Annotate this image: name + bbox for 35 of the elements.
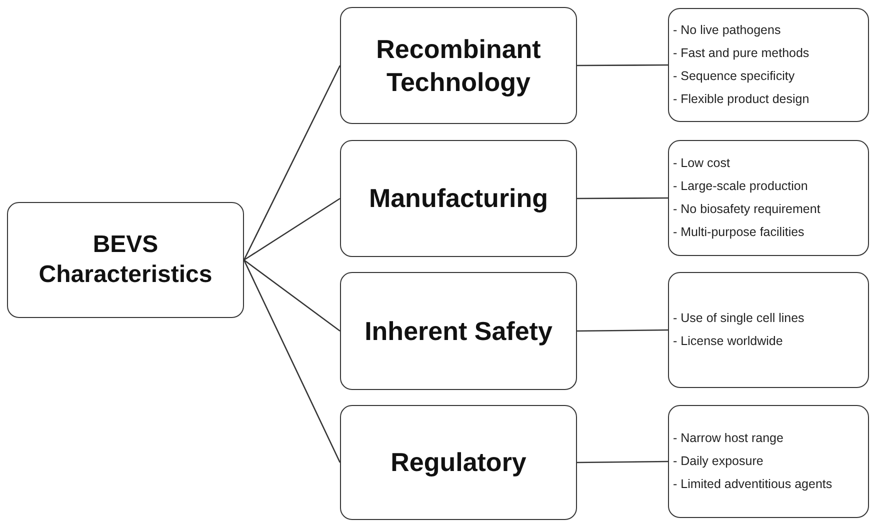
- detail-box: [668, 405, 869, 518]
- bullet-item: - Large-scale production: [673, 178, 808, 195]
- bullet-item: - License worldwide: [673, 333, 783, 350]
- detail-box: [668, 272, 869, 388]
- connector-line: [577, 197, 668, 200]
- bullet-item: - Limited adventitious agents: [673, 476, 832, 493]
- root-box: [7, 202, 244, 318]
- category-box: [340, 272, 577, 390]
- connector-line: [244, 198, 340, 261]
- bullet-item: - No biosafety requirement: [673, 201, 820, 218]
- connector-line: [243, 260, 341, 463]
- connector-line: [577, 460, 668, 464]
- category-box: [340, 405, 577, 520]
- bullet-item: - Sequence specificity: [673, 68, 795, 85]
- node-title: Manufacturing: [368, 182, 548, 215]
- connector-line: [577, 329, 668, 332]
- bullet-item: - Narrow host range: [673, 430, 784, 447]
- bullet-item: - No live pathogens: [673, 22, 781, 39]
- bullet-item: - Use of single cell lines: [673, 310, 804, 327]
- node-title: Recombinant Technology: [375, 33, 542, 98]
- connector-line: [244, 259, 340, 332]
- detail-box: [668, 140, 869, 256]
- connector-line: [243, 65, 341, 260]
- bullet-item: - Daily exposure: [673, 453, 764, 470]
- connector-line: [577, 64, 668, 66]
- detail-box: [668, 8, 869, 122]
- category-box: [340, 7, 577, 124]
- bullet-item: - Low cost: [673, 155, 730, 172]
- node-title: BEVS Characteristics: [38, 230, 214, 290]
- category-box: [340, 140, 577, 257]
- node-title: Regulatory: [390, 446, 526, 479]
- bullet-item: - Flexible product design: [673, 91, 810, 108]
- bullet-item: - Fast and pure methods: [673, 45, 810, 62]
- node-title: Inherent Safety: [364, 314, 552, 348]
- bullet-item: - Multi-purpose facilities: [673, 224, 804, 241]
